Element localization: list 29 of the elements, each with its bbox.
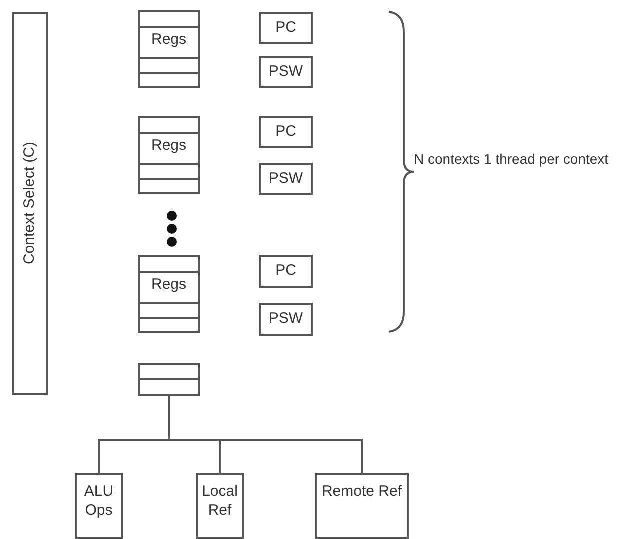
unit-box <box>196 473 244 539</box>
node-label: Regs <box>151 276 187 295</box>
node-label: PC <box>276 18 296 38</box>
node-label: PSW <box>268 62 304 82</box>
register-box <box>259 163 313 195</box>
buffer-box <box>138 363 200 396</box>
unit-box <box>75 473 123 539</box>
node-label: PC <box>276 262 296 281</box>
register-file <box>138 255 200 333</box>
node-label: Regs <box>151 31 187 50</box>
context-select-bar <box>12 12 48 395</box>
connector-line <box>168 396 363 473</box>
node-label: Regs <box>151 137 187 156</box>
node-label: ALU Ops <box>83 483 115 520</box>
register-box <box>259 303 313 336</box>
register-box <box>259 12 313 44</box>
register-box <box>259 255 313 288</box>
note-text: N contexts 1 thread per context <box>414 150 610 168</box>
node-label: PC <box>276 122 296 142</box>
register-box <box>259 116 313 148</box>
bar-label: Context Select (C) <box>20 142 39 265</box>
register-box <box>259 56 313 88</box>
register-file <box>138 116 200 194</box>
node-label: PSW <box>268 310 304 329</box>
unit-box <box>315 473 409 539</box>
node-label: Local Ref <box>201 483 239 520</box>
node-label: PSW <box>268 170 304 188</box>
register-file <box>138 10 200 88</box>
node-label: Remote Ref <box>320 483 404 502</box>
